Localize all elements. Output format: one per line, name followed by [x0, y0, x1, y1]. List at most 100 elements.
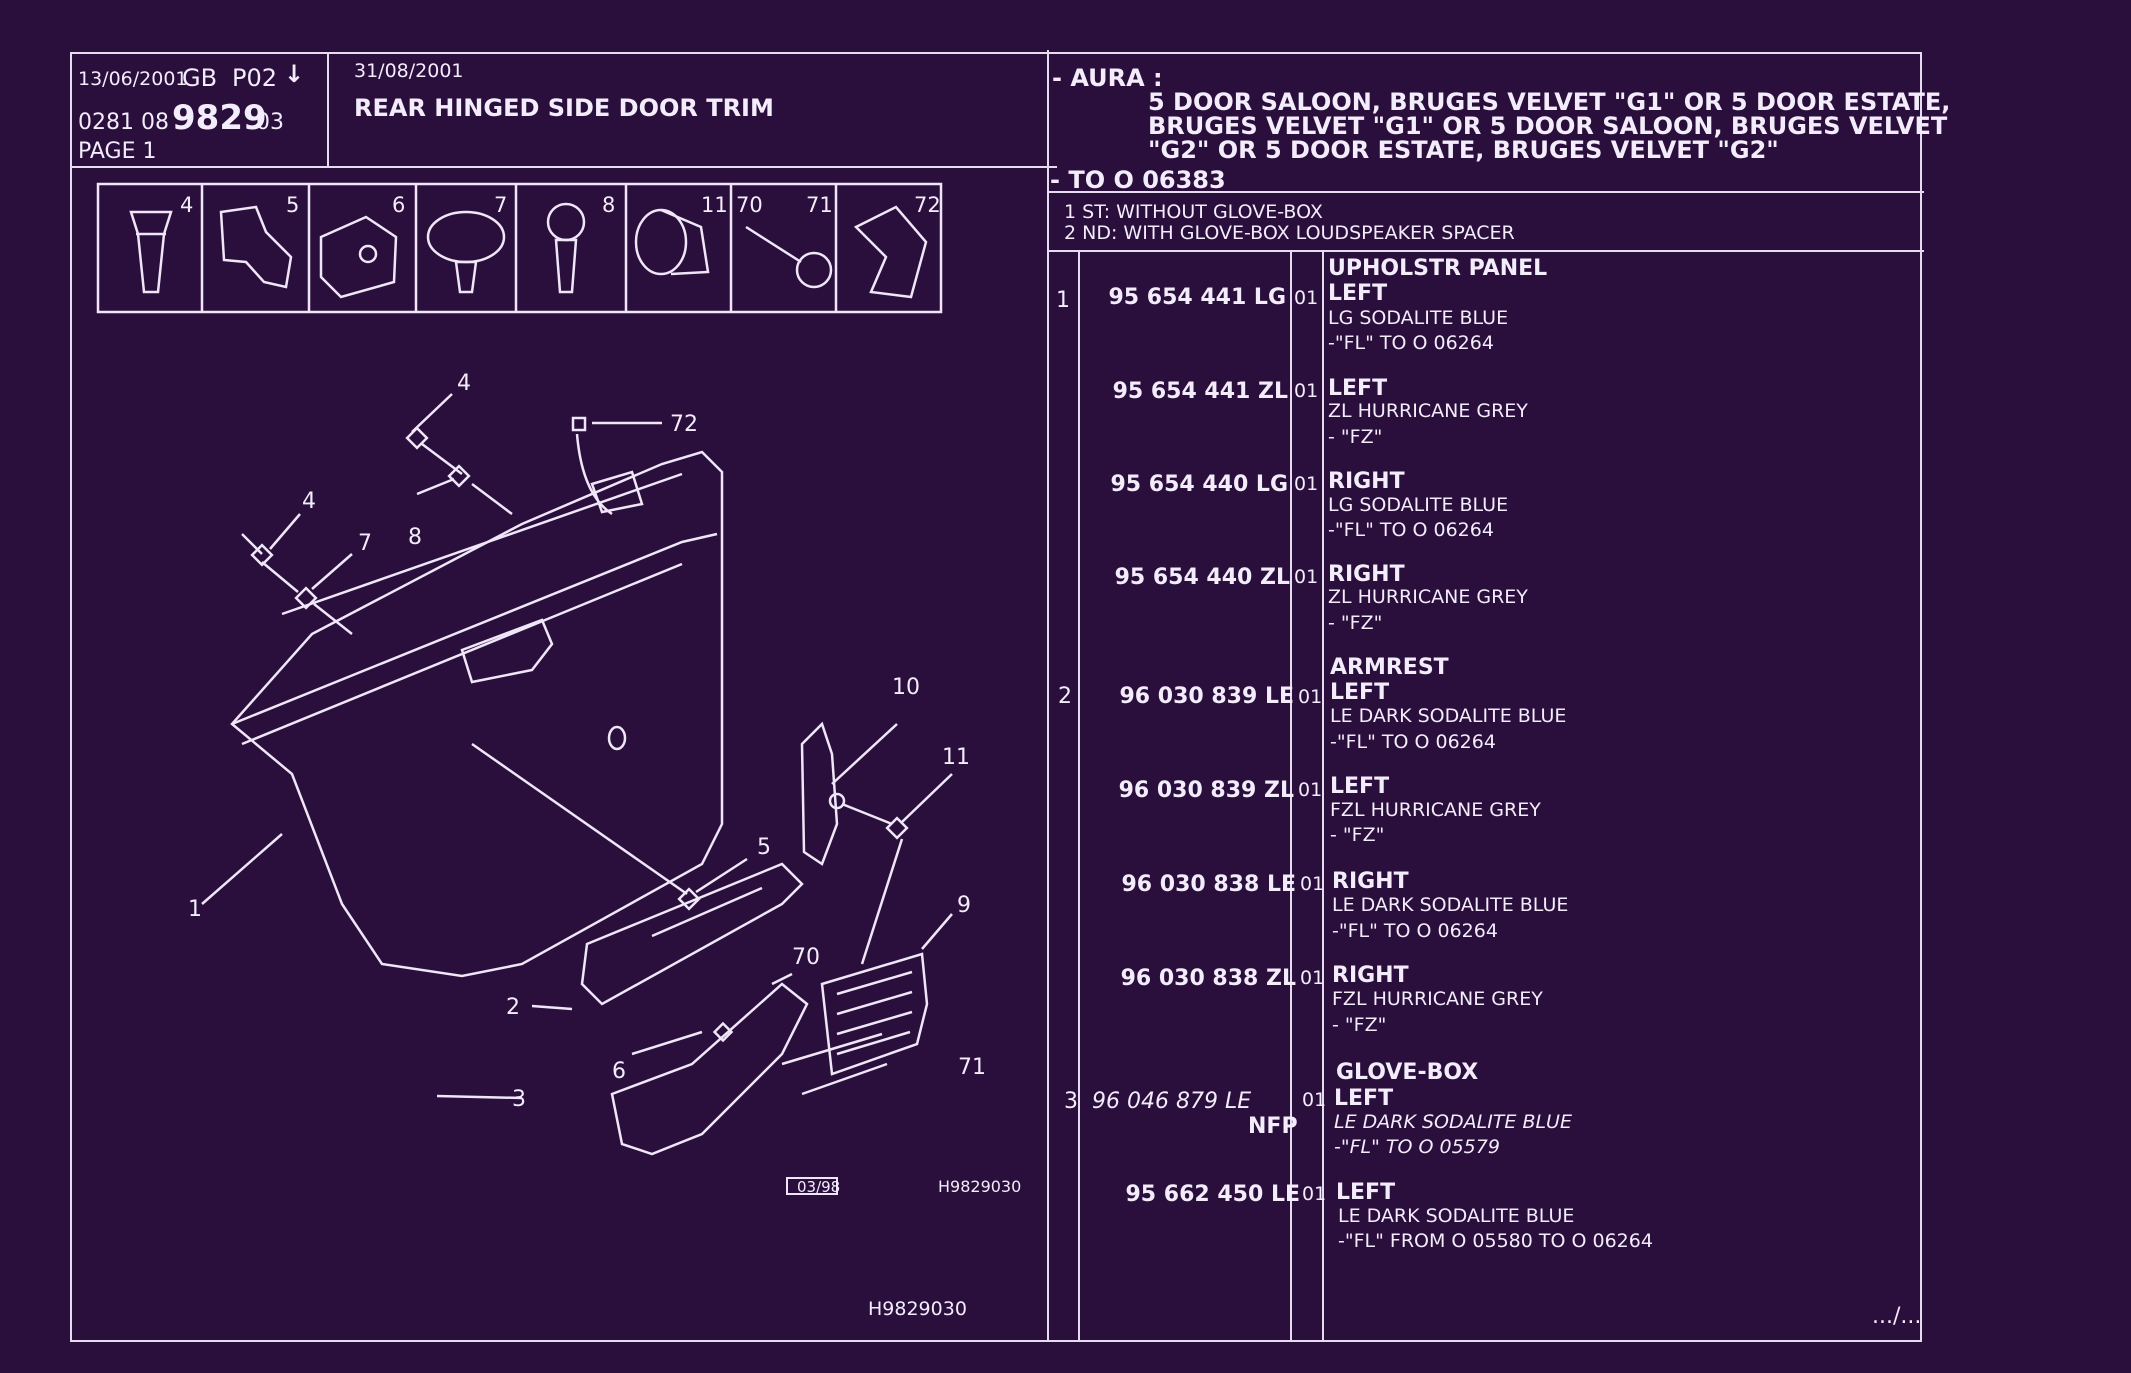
item-number: 2 — [1058, 684, 1072, 709]
catalogue-date: 13/06/2001 — [78, 68, 188, 90]
fastener-label: 8 — [602, 193, 615, 217]
part-note: -"FL" FROM O 05580 TO O 06264 — [1338, 1230, 1653, 1252]
part-number: 95 654 441 LG — [1108, 285, 1286, 310]
nut-clip-icon — [319, 215, 398, 299]
part-note: - "FZ" — [1328, 426, 1383, 448]
leader-lines — [201, 393, 953, 1195]
nfp-flag: NFP — [1248, 1114, 1298, 1139]
screw-icon — [745, 225, 833, 289]
quantity: 01 — [1294, 380, 1319, 402]
quantity: 01 — [1300, 873, 1325, 895]
ref-prefix: 0281 08 — [78, 110, 169, 135]
down-arrow-icon: ↓ — [284, 60, 305, 88]
part-number: 96 030 838 LE — [1121, 872, 1297, 897]
callout-label: 1 — [188, 897, 202, 922]
fastener-label: 72 — [914, 193, 941, 217]
diagram-ref-small: H9829030 — [938, 1177, 1021, 1196]
callout-label: 70 — [792, 945, 820, 970]
callout-label: 72 — [670, 412, 698, 437]
continued-marker: .../... — [1872, 1304, 1922, 1329]
diagram-ref-bottom: H9829030 — [868, 1298, 967, 1320]
part-colour: LE DARK SODALITE BLUE — [1334, 1111, 1572, 1133]
part-colour: LE DARK SODALITE BLUE — [1330, 705, 1567, 727]
item-number: 1 — [1056, 288, 1070, 313]
door-panel-drawing — [230, 450, 724, 978]
part-note: - "FZ" — [1330, 824, 1385, 846]
model-label: - AURA : — [1052, 64, 1163, 92]
speaker-grille-drawing — [820, 952, 929, 1076]
part-colour: LG SODALITE BLUE — [1328, 307, 1509, 329]
part-number: 96 030 839 ZL — [1118, 778, 1294, 803]
fastener-label: 71 — [806, 193, 833, 217]
quantity: 01 — [1302, 1089, 1327, 1111]
part-number: 95 654 441 ZL — [1112, 379, 1288, 404]
part-title: GLOVE-BOX — [1336, 1060, 1479, 1085]
part-number: 95 654 440 ZL — [1114, 565, 1290, 590]
callout-label: 9 — [957, 893, 971, 918]
part-colour: LE DARK SODALITE BLUE — [1332, 894, 1569, 916]
callout-label: 4 — [457, 371, 471, 396]
spring-clip-icon — [853, 205, 928, 299]
callout-label: 10 — [892, 675, 920, 700]
callout-label: 7 — [358, 531, 372, 556]
page-code: P02 — [232, 64, 278, 92]
part-side: LEFT — [1336, 1180, 1396, 1205]
quantity: 01 — [1300, 967, 1325, 989]
callout-label: 5 — [757, 835, 771, 860]
part-title: ARMREST — [1330, 655, 1449, 680]
quantity: 01 — [1298, 686, 1323, 708]
quantity: 01 — [1302, 1183, 1327, 1205]
callout-label: 2 — [506, 995, 520, 1020]
model-to: - TO O 06383 — [1050, 166, 1226, 194]
fastener-label: 70 — [736, 193, 763, 217]
callout-label: 3 — [512, 1087, 526, 1112]
model-desc-3: "G2" OR 5 DOOR ESTATE, BRUGES VELVET "G2… — [1148, 136, 1779, 164]
part-colour: FZL HURRICANE GREY — [1332, 988, 1543, 1010]
quantity: 01 — [1294, 566, 1319, 588]
part-side: RIGHT — [1332, 869, 1409, 894]
part-side: LEFT — [1330, 680, 1390, 705]
part-number: 96 030 838 ZL — [1120, 966, 1296, 991]
part-colour: ZL HURRICANE GREY — [1328, 400, 1528, 422]
callout-label: 8 — [408, 525, 422, 550]
language-code: GB — [182, 64, 218, 92]
clip-icon — [129, 210, 173, 294]
part-note: - "FZ" — [1332, 1014, 1387, 1036]
ref-main: 9829 — [172, 98, 267, 138]
callout-label: 4 — [302, 489, 316, 514]
note-1: 1 ST: WITHOUT GLOVE-BOX — [1064, 201, 1323, 223]
fastener-strip: 4 5 6 7 8 11 70 71 72 — [96, 182, 943, 314]
part-title: UPHOLSTR PANEL — [1328, 256, 1548, 281]
door-trim-diagram: 4 72 4 7 8 10 11 5 1 9 70 2 6 71 3 03/98… — [188, 371, 1021, 1196]
part-colour: FZL HURRICANE GREY — [1330, 799, 1541, 821]
grommet-icon — [634, 208, 710, 276]
fastener-label: 5 — [286, 193, 299, 217]
quantity: 01 — [1294, 473, 1319, 495]
item-number: 3 — [1064, 1089, 1078, 1114]
part-side: RIGHT — [1332, 963, 1409, 988]
part-colour: LG SODALITE BLUE — [1328, 494, 1509, 516]
part-note: -"FL" TO O 06264 — [1328, 519, 1494, 541]
model-desc-1: 5 DOOR SALOON, BRUGES VELVET "G1" OR 5 D… — [1148, 88, 1951, 116]
callout-label: 6 — [612, 1059, 626, 1084]
part-side: LEFT — [1328, 281, 1388, 306]
part-colour: ZL HURRICANE GREY — [1328, 586, 1528, 608]
part-note: -"FL" TO O 06264 — [1328, 332, 1494, 354]
part-note: -"FL" TO O 06264 — [1332, 920, 1498, 942]
part-side: LEFT — [1330, 774, 1390, 799]
update-date: 31/08/2001 — [354, 60, 464, 82]
part-side: LEFT — [1328, 376, 1388, 401]
armrest-drawing — [580, 862, 804, 1006]
part-note: -"FL" TO O 05579 — [1334, 1136, 1500, 1158]
date-box-label: 03/98 — [797, 1178, 840, 1196]
fastener-label: 7 — [494, 193, 507, 217]
part-side: LEFT — [1334, 1086, 1394, 1111]
part-note: -"FL" TO O 06264 — [1330, 731, 1496, 753]
push-rivet-icon — [426, 210, 506, 294]
fastener-label: 11 — [701, 193, 728, 217]
handle-drawing — [800, 721, 846, 866]
fastener-label: 4 — [180, 193, 193, 217]
page-number: PAGE 1 — [78, 139, 157, 164]
part-number: 95 662 450 LE — [1125, 1182, 1301, 1207]
part-number: 96 030 839 LE — [1119, 684, 1295, 709]
